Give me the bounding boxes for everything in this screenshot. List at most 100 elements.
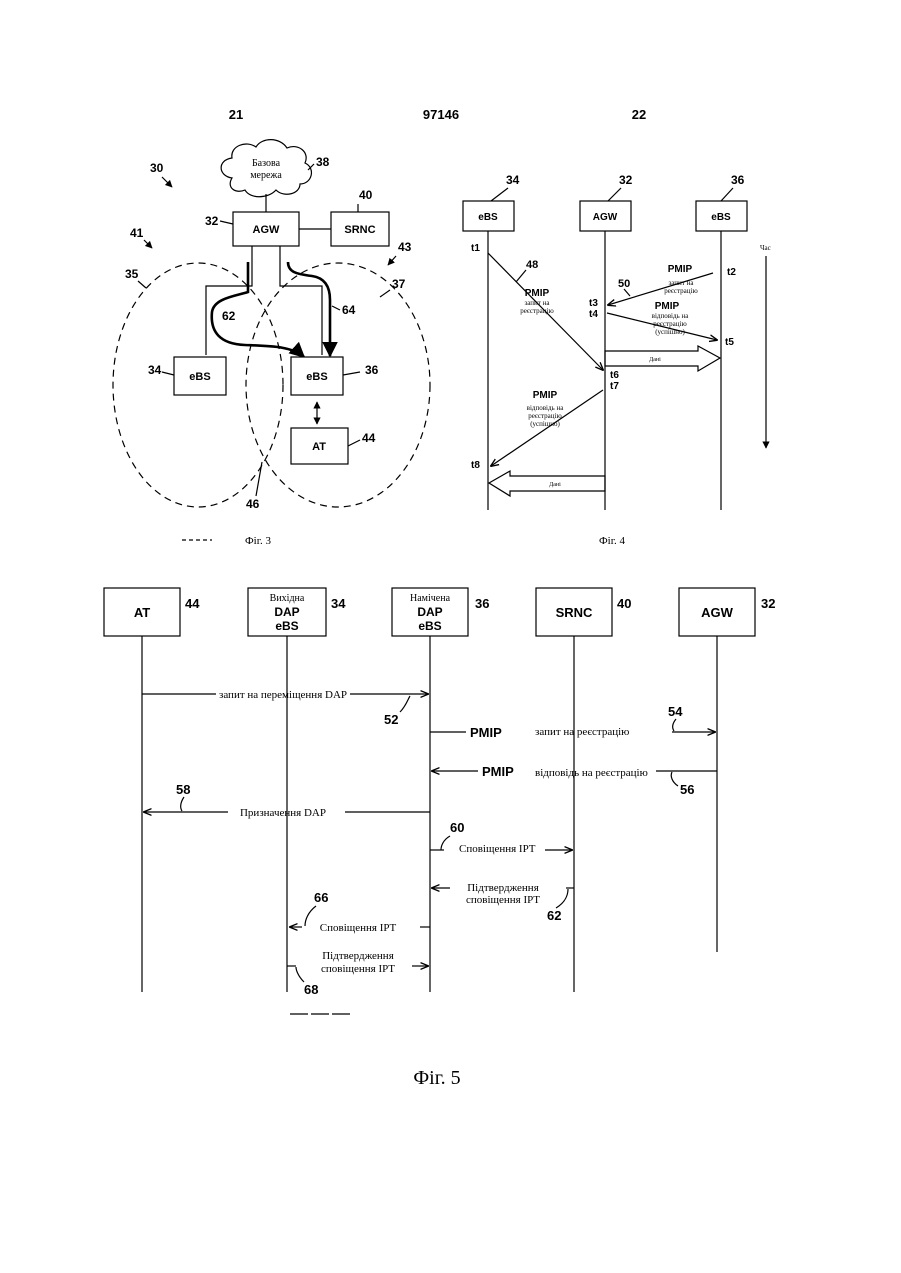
ref-circle-right-leader (380, 290, 390, 297)
ref-agw-f4: 32 (619, 173, 633, 187)
ref-68-leader (296, 967, 304, 982)
ref-srnc: 40 (359, 188, 373, 202)
ref-ebs36-leader (343, 372, 360, 375)
fig4-caption: Фіг. 4 (599, 535, 626, 547)
ref-50: 50 (618, 278, 630, 290)
ref-cell-right: 43 (398, 240, 412, 254)
msg-reply-ebs36-text: відповідь нареєстрацію(успішно) (652, 312, 690, 336)
t6-label: t6 (610, 370, 619, 381)
ref-52: 52 (384, 712, 398, 727)
msg-reply-ebs36-pmip: PMIP (655, 301, 680, 312)
f5-ref-40: 40 (617, 596, 631, 611)
msg-reply-ebs34 (491, 390, 603, 466)
msg-62-text-1: Підтвердження (467, 882, 539, 894)
ref-ebs34-f4: 34 (506, 173, 520, 187)
msg-54-pmip: PMIP (470, 725, 502, 740)
srnc-label: SRNC (344, 224, 375, 236)
msg-68-text-2: сповіщення IPT (321, 963, 395, 975)
fig5-sequence-diagram: AT 44 Вихідна DAP eBS 34 Намічена DAP eB… (104, 588, 775, 1089)
ref-circle-left: 35 (125, 267, 139, 281)
msg-reply-ebs34-text: відповідь нареєстрацію(успішно) (527, 404, 565, 428)
patent-number: 97146 (423, 107, 459, 122)
ref-agw: 32 (205, 214, 219, 228)
ref-58: 58 (176, 782, 190, 797)
msg-56-pmip: PMIP (482, 764, 514, 779)
msg-50-text: запит нареєстрацію (664, 279, 697, 295)
ref-62: 62 (547, 908, 561, 923)
f5-srnc-label: SRNC (556, 605, 593, 620)
msg-reply-ebs34-pmip: PMIP (533, 390, 558, 401)
msg-48-text: запит нареєстрацію (520, 299, 553, 315)
t7-label: t7 (610, 381, 619, 392)
f5-source-dap: DAP (274, 605, 299, 619)
data-arrow-to-ebs36 (605, 346, 720, 371)
f5-ref-36: 36 (475, 596, 489, 611)
ebs34-label: eBS (189, 371, 210, 383)
msg-60-text: Сповіщення IPT (459, 843, 536, 855)
ref-48: 48 (526, 259, 538, 271)
ref-ebs34-f4-leader (491, 188, 508, 201)
page-number-right: 22 (632, 107, 646, 122)
f5-target-small: Намічена (410, 593, 451, 604)
ref-ebs36-f4-leader (721, 188, 733, 201)
ref-50-leader (624, 289, 630, 296)
ref-path-64: 64 (342, 303, 356, 317)
f5-ref-44: 44 (185, 596, 200, 611)
ref-circle-right: 37 (392, 277, 406, 291)
msg-52-text: запит на переміщення DAP (219, 689, 347, 701)
t5-label: t5 (725, 337, 734, 348)
t8-label: t8 (471, 460, 480, 471)
ref-cell-left-arrow (144, 240, 152, 248)
t1-label: t1 (471, 243, 480, 254)
msg-50-pmip: PMIP (668, 264, 693, 275)
f5-source-small: Вихідна (270, 593, 305, 604)
t4-label: t4 (589, 309, 598, 320)
ref-cell-left: 41 (130, 226, 144, 240)
t2-label: t2 (727, 267, 736, 278)
fig3-caption: Фіг. 3 (245, 535, 272, 547)
ref-60-leader (441, 836, 450, 850)
ref-ebs36: 36 (365, 363, 379, 377)
f5-ref-34: 34 (331, 596, 346, 611)
page-number-left: 21 (229, 107, 243, 122)
ref-60: 60 (450, 820, 464, 835)
ref-56-leader (671, 772, 678, 786)
ref-overlap-leader (256, 462, 262, 496)
ref-network: 30 (150, 161, 164, 175)
msg-62-text-2: сповіщення IPT (466, 894, 540, 906)
fig3-network-diagram: Базова мережа 38 30 AGW 32 SRNC 40 41 43… (113, 140, 430, 547)
ref-at: 44 (362, 431, 376, 445)
agw-ebs34-link (206, 246, 252, 355)
ref-cell-right-arrow (388, 256, 396, 265)
ref-at-leader (348, 440, 360, 446)
data-label-1: Дані (649, 357, 661, 363)
msg-54-text: запит на реєстрацію (535, 726, 629, 738)
ref-ebs36-f4: 36 (731, 173, 745, 187)
f5-source-ebs: eBS (275, 619, 298, 633)
lifeline-agw-label: AGW (593, 212, 618, 223)
ref-circle-left-leader (138, 281, 146, 288)
data-path-64 (288, 262, 330, 356)
ref-68: 68 (304, 982, 318, 997)
cloud-label-line1: Базова (252, 158, 281, 169)
ref-ebs34: 34 (148, 363, 162, 377)
f5-at-label: AT (134, 605, 150, 620)
f5-ref-32: 32 (761, 596, 775, 611)
ref-agw-f4-leader (608, 188, 621, 201)
ref-52-leader (400, 696, 410, 712)
ebs36-label: eBS (306, 371, 327, 383)
ref-56: 56 (680, 782, 694, 797)
lifeline-ebs36-label: eBS (711, 212, 731, 223)
ref-agw-leader (220, 221, 233, 224)
time-axis-label: Час (760, 244, 771, 252)
fig4-sequence-diagram: 34 32 36 eBS AGW eBS Час t1 t2 t3 t4 t5 … (463, 173, 771, 547)
ref-48-leader (516, 270, 526, 282)
f5-target-dap: DAP (417, 605, 442, 619)
ref-66-leader (305, 906, 316, 926)
data-arrow-to-ebs34 (489, 471, 605, 496)
ref-overlap: 46 (246, 497, 260, 511)
ref-66: 66 (314, 890, 328, 905)
ref-54: 54 (668, 704, 683, 719)
cloud-label-line2: мережа (250, 170, 282, 181)
